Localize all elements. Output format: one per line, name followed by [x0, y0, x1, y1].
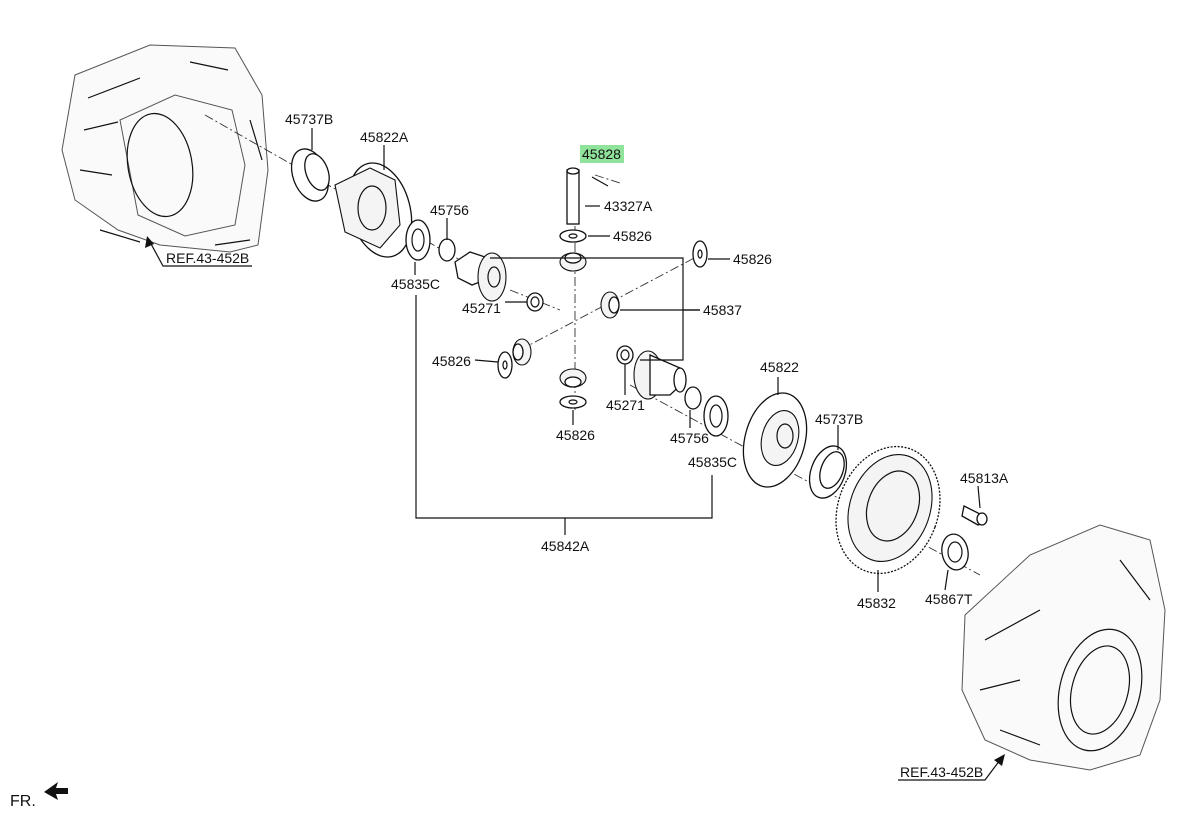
label-45826-d[interactable]: 45826 — [556, 427, 595, 443]
label-45837[interactable]: 45837 — [703, 302, 742, 318]
differential-case-45822a[interactable] — [334, 156, 421, 264]
label-45835c-top[interactable]: 45835C — [391, 276, 440, 292]
bolt-45813a[interactable] — [961, 505, 988, 526]
differential-case-45822[interactable] — [734, 386, 817, 494]
pinion-gear-left[interactable] — [512, 338, 532, 366]
label-45822[interactable]: 45822 — [760, 359, 799, 375]
label-45822a[interactable]: 45822A — [360, 129, 409, 145]
pinion-gear-bottom[interactable] — [559, 368, 587, 388]
pinion-shaft-43327a[interactable] — [566, 167, 580, 225]
label-45826-c[interactable]: 45826 — [432, 353, 471, 369]
label-45867t[interactable]: 45867T — [925, 591, 973, 607]
side-gear-right[interactable] — [633, 350, 687, 400]
assembly-bracket-45837 — [490, 257, 684, 361]
label-45271-bottom[interactable]: 45271 — [606, 397, 645, 413]
shim-45835c-bottom[interactable] — [703, 395, 729, 437]
snap-ring-45756-bottom[interactable] — [684, 386, 702, 410]
label-45832[interactable]: 45832 — [857, 595, 896, 611]
front-arrow-icon — [44, 782, 68, 800]
leader-lines — [311, 128, 981, 592]
front-label: FR. — [10, 793, 36, 810]
label-45835c-bottom[interactable]: 45835C — [688, 454, 737, 470]
label-45756-top[interactable]: 45756 — [430, 202, 469, 218]
label-45737b-right[interactable]: 45737B — [815, 411, 863, 427]
side-gear-left[interactable] — [454, 251, 507, 302]
pinion-gear-top[interactable] — [559, 252, 587, 272]
transmission-housing-left — [61, 44, 269, 253]
ring-gear-45832[interactable] — [819, 432, 957, 588]
ref-leader-top — [145, 236, 252, 267]
thrust-washer-45826-top[interactable] — [559, 229, 587, 243]
label-45756-bottom[interactable]: 45756 — [670, 430, 709, 446]
label-ref-bottom[interactable]: REF.43-452B — [900, 764, 983, 780]
label-45826-a[interactable]: 45826 — [613, 228, 652, 244]
selected-part-highlight — [580, 145, 624, 163]
thrust-washer-45826-left[interactable] — [497, 351, 513, 379]
washer-45271-top[interactable] — [526, 292, 544, 312]
washer-45271-bottom[interactable] — [616, 345, 634, 365]
label-45842a[interactable]: 45842A — [541, 538, 590, 554]
shim-45835c-top[interactable] — [405, 219, 431, 261]
pinion-gear-right[interactable] — [600, 291, 620, 319]
snap-ring-45756-top[interactable] — [438, 238, 456, 262]
label-43327a[interactable]: 43327A — [604, 198, 653, 214]
label-ref-top[interactable]: REF.43-452B — [166, 250, 249, 266]
label-45813a[interactable]: 45813A — [960, 470, 1009, 486]
front-direction-marker: FR. — [10, 782, 68, 810]
assembly-bracket-45842a — [415, 295, 713, 519]
thrust-washer-45826-right[interactable] — [692, 240, 708, 268]
bearing-45737b-right[interactable] — [803, 441, 853, 503]
transmission-housing-right — [961, 524, 1166, 771]
label-45271-top[interactable]: 45271 — [462, 300, 501, 316]
label-45828[interactable]: 45828 — [582, 146, 621, 162]
bearing-45737b-top[interactable] — [285, 144, 335, 206]
label-45826-b[interactable]: 45826 — [733, 251, 772, 267]
ref-leader-bottom — [898, 754, 1005, 781]
part-labels: 45737B 45822A 45828 43327A 45826 45826 4… — [166, 111, 1009, 780]
lock-pin-45828[interactable] — [591, 176, 609, 187]
shim-45867t[interactable] — [939, 532, 971, 572]
label-45737b-top[interactable]: 45737B — [285, 111, 333, 127]
thrust-washer-45826-bottom[interactable] — [559, 395, 587, 409]
